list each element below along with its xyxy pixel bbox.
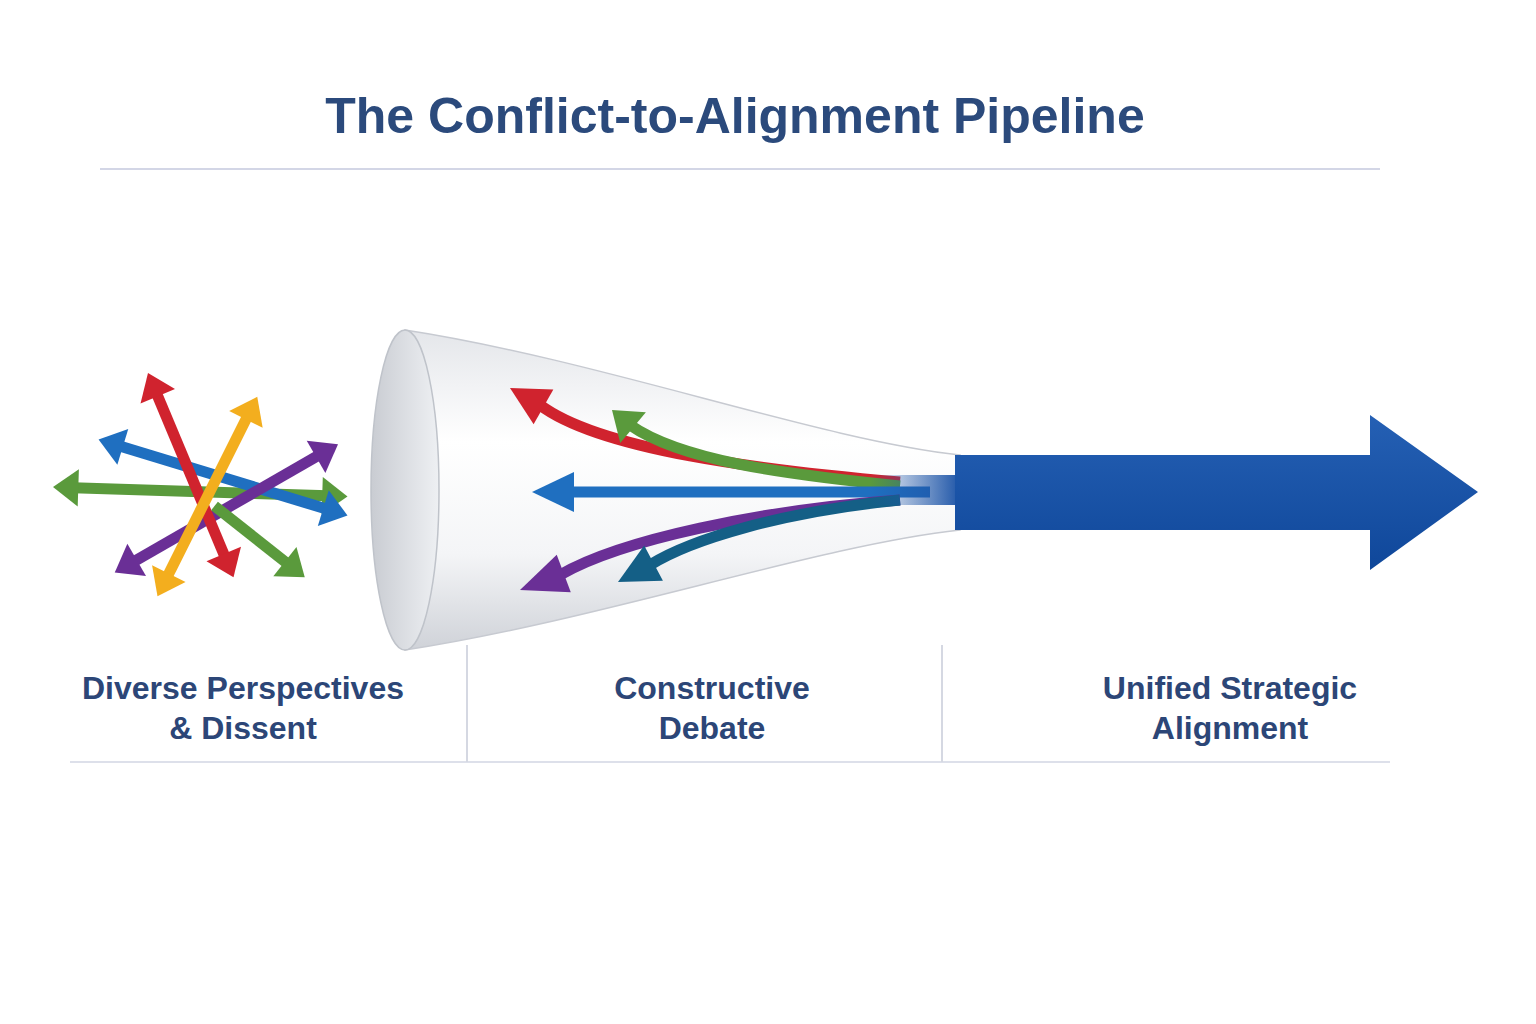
arrow-head bbox=[318, 490, 348, 526]
arrow-head bbox=[612, 410, 646, 443]
stage-label: Constructive Debate bbox=[587, 668, 837, 748]
funnel-mouth bbox=[371, 330, 439, 650]
arrow-head bbox=[152, 565, 185, 596]
dissent-burst bbox=[53, 373, 348, 596]
arrow-head bbox=[532, 472, 574, 512]
debate-arrow bbox=[540, 405, 900, 482]
debate-arrow bbox=[560, 500, 900, 575]
arrow-head bbox=[520, 555, 571, 592]
base-rule bbox=[70, 761, 1390, 763]
divider bbox=[941, 645, 943, 762]
alignment-arrow bbox=[955, 415, 1478, 570]
merge-fade bbox=[870, 475, 960, 505]
debate-arrows bbox=[510, 388, 930, 592]
stage-label: Diverse Perspectives & Dissent bbox=[73, 668, 413, 748]
title-rule bbox=[100, 168, 1380, 170]
debate-arrow bbox=[650, 500, 900, 565]
arrow-head bbox=[307, 441, 338, 473]
arrow-head bbox=[99, 429, 129, 465]
stage-label: Unified Strategic Alignment bbox=[1075, 668, 1385, 748]
diagram-title: The Conflict-to-Alignment Pipeline bbox=[0, 86, 1470, 146]
divider bbox=[466, 645, 468, 762]
funnel bbox=[405, 330, 960, 650]
arrow-shaft bbox=[167, 415, 249, 578]
arrow-head bbox=[115, 544, 146, 576]
arrow-head bbox=[273, 547, 304, 577]
arrow-head bbox=[53, 469, 79, 506]
arrow-head bbox=[141, 373, 175, 404]
arrow-shaft bbox=[215, 506, 289, 565]
debate-arrow bbox=[630, 425, 900, 486]
arrow-head bbox=[206, 547, 240, 578]
arrow-head bbox=[510, 388, 553, 424]
arrow-head bbox=[229, 397, 262, 428]
arrow-head bbox=[618, 545, 663, 582]
